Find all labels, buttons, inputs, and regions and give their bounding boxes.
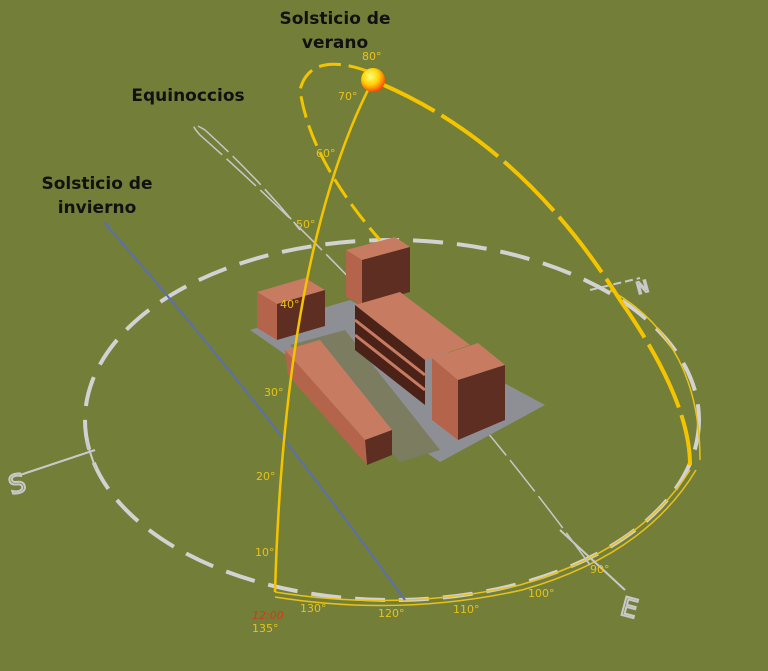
east-label: E — [617, 592, 641, 625]
equinox-label: Equinoccios — [131, 86, 244, 106]
altitude-tick: 30° — [264, 386, 284, 399]
south-axis — [19, 449, 96, 476]
summer-solstice-label-2: verano — [302, 33, 368, 53]
altitude-tick: 50° — [296, 218, 316, 231]
altitude-tick: 70° — [338, 90, 358, 103]
winter-solstice-label: Solsticio de — [41, 174, 152, 194]
altitude-tick: 60° — [316, 147, 336, 160]
winter-solstice-label-2: invierno — [58, 198, 137, 218]
north-axis — [589, 277, 641, 291]
summer-solstice-label: Solsticio de — [279, 9, 390, 29]
azimuth-tick: 100° — [528, 587, 555, 600]
winter-solstice-path — [104, 222, 406, 601]
east-axis — [559, 529, 626, 591]
altitude-tick: 20° — [256, 470, 276, 483]
azimuth-tick: 90° — [590, 563, 610, 576]
north-label: N — [634, 277, 650, 298]
azimuth-tick: 120° — [378, 607, 405, 620]
altitude-tick: 10° — [255, 546, 275, 559]
azimuth-tick: 130° — [300, 602, 327, 615]
azimuth-tick: 110° — [453, 603, 480, 616]
sun-icon — [361, 68, 385, 92]
summer-solstice-path — [273, 62, 692, 593]
south-tick — [85, 439, 97, 471]
altitude-tick: 80° — [362, 50, 382, 63]
time-label: 12:00 — [252, 609, 284, 622]
building-block — [250, 237, 545, 465]
azimuth-tick: 135° — [252, 622, 279, 635]
altitude-tick: 40° — [280, 298, 300, 311]
